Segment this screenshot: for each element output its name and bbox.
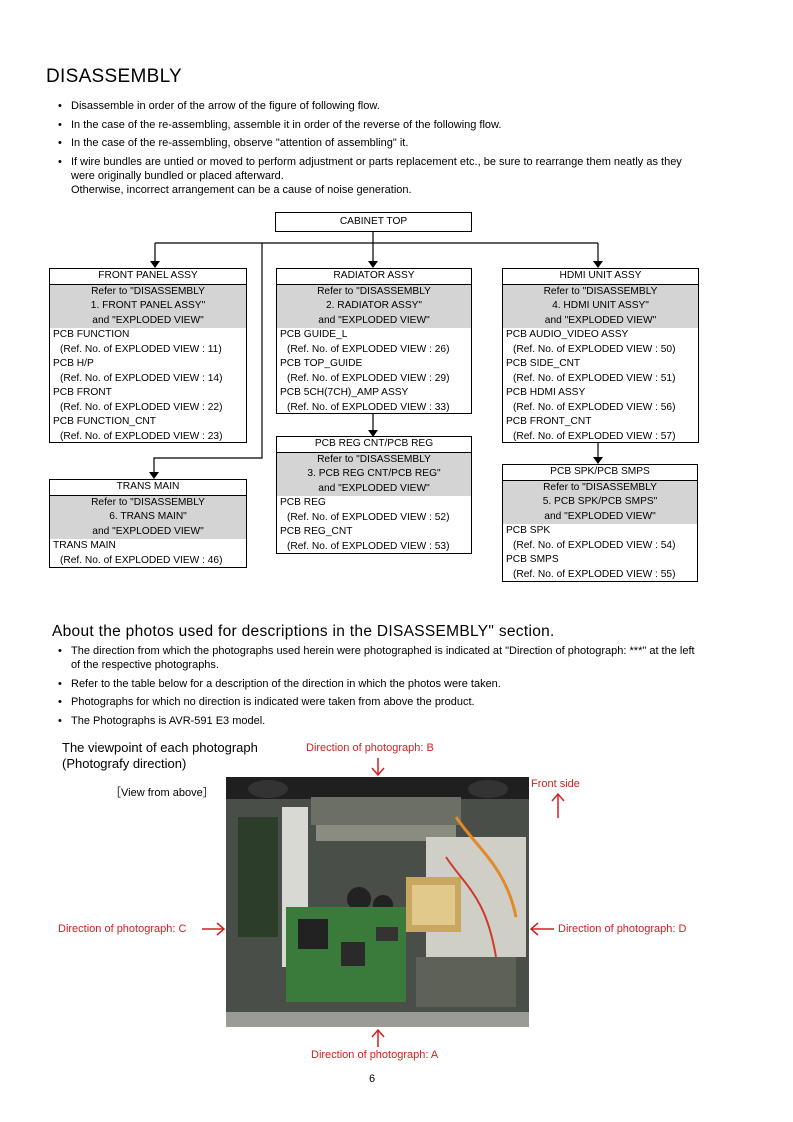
part-ref: (Ref. No. of EXPLODED VIEW : 23)	[60, 430, 223, 442]
flow-connectors	[149, 232, 603, 479]
part-ref: (Ref. No. of EXPLODED VIEW : 57)	[513, 430, 676, 442]
part-name: PCB FRONT	[53, 387, 112, 398]
direction-c-label: Direction of photograph: C	[58, 923, 187, 935]
refer-band: Refer to "DISASSEMBLY 6. TRANS MAIN" and…	[50, 495, 246, 539]
part-ref: (Ref. No. of EXPLODED VIEW : 14)	[60, 372, 223, 384]
part-ref: (Ref. No. of EXPLODED VIEW : 54)	[513, 539, 676, 551]
view-from-above-label: ［View from above］	[110, 787, 214, 799]
refer-line: 5. PCB SPK/PCB SMPS"	[542, 496, 658, 507]
box-title: TRANS MAIN	[50, 480, 246, 496]
refer-band: Refer to "DISASSEMBLY 1. FRONT PANEL ASS…	[50, 284, 246, 328]
part-name: PCB GUIDE_L	[280, 329, 348, 340]
refer-line: Refer to "DISASSEMBLY	[317, 453, 431, 465]
instruction-note: Otherwise, incorrect arrangement can be …	[71, 184, 412, 196]
photo-note: Photographs for which no direction is in…	[56, 695, 706, 709]
part-name: PCB FUNCTION	[53, 329, 130, 340]
reg-box: PCB REG CNT/PCB REG Refer to "DISASSEMBL…	[276, 436, 472, 554]
refer-line: Refer to "DISASSEMBLY	[91, 496, 205, 508]
part-ref: (Ref. No. of EXPLODED VIEW : 33)	[287, 401, 450, 413]
photo-note: The direction from which the photographs…	[56, 644, 706, 672]
viewpoint-caption: The viewpoint of each photograph (Photog…	[62, 740, 258, 772]
part-ref: (Ref. No. of EXPLODED VIEW : 53)	[287, 540, 450, 552]
radiator-box: RADIATOR ASSY Refer to "DISASSEMBLY 2. R…	[276, 268, 472, 414]
part-name: PCB TOP_GUIDE	[280, 358, 363, 369]
part-name: TRANS MAIN	[53, 540, 116, 551]
part-ref: (Ref. No. of EXPLODED VIEW : 46)	[60, 554, 223, 566]
part-ref: (Ref. No. of EXPLODED VIEW : 51)	[513, 372, 676, 384]
viewpoint-line: The viewpoint of each photograph	[62, 740, 258, 755]
photo-note: The Photographs is AVR-591 E3 model.	[56, 714, 706, 728]
part-name: PCB 5CH(7CH)_AMP ASSY	[280, 387, 409, 398]
arrow-up-icon	[551, 792, 565, 818]
arrow-right-icon	[202, 922, 226, 936]
refer-line: 2. RADIATOR ASSY"	[325, 300, 423, 311]
part-ref: (Ref. No. of EXPLODED VIEW : 52)	[287, 511, 450, 523]
part-name: PCB REG	[280, 497, 326, 508]
direction-b-label: Direction of photograph: B	[306, 742, 434, 754]
refer-band: Refer to "DISASSEMBLY 4. HDMI UNIT ASSY"…	[503, 284, 698, 328]
part-ref: (Ref. No. of EXPLODED VIEW : 50)	[513, 343, 676, 355]
refer-line: and "EXPLODED VIEW"	[318, 314, 430, 326]
part-name: PCB SPK	[506, 525, 551, 536]
box-title: HDMI UNIT ASSY	[503, 269, 698, 285]
instruction-item: In the case of the re-assembling, observ…	[56, 136, 706, 150]
box-title: PCB SPK/PCB SMPS	[503, 465, 697, 481]
part-ref: (Ref. No. of EXPLODED VIEW : 22)	[60, 401, 223, 413]
refer-band: Refer to "DISASSEMBLY 5. PCB SPK/PCB SMP…	[503, 480, 697, 524]
part-name: PCB SMPS	[506, 554, 559, 565]
instruction-list: Disassemble in order of the arrow of the…	[56, 99, 706, 183]
part-ref: (Ref. No. of EXPLODED VIEW : 55)	[513, 568, 676, 580]
refer-line: 4. HDMI UNIT ASSY"	[552, 300, 649, 311]
refer-line: Refer to "DISASSEMBLY	[543, 285, 658, 297]
part-name: PCB FUNCTION_CNT	[53, 416, 157, 427]
part-name: PCB HDMI ASSY	[506, 387, 586, 398]
arrow-up-icon	[371, 1028, 385, 1047]
refer-line: and "EXPLODED VIEW"	[318, 482, 430, 494]
part-name: PCB AUDIO_VIDEO ASSY	[506, 329, 629, 340]
refer-line: Refer to "DISASSEMBLY	[91, 285, 205, 297]
page-number: 6	[369, 1073, 376, 1085]
part-name: PCB SIDE_CNT	[506, 358, 581, 369]
instruction-item: In the case of the re-assembling, assemb…	[56, 118, 706, 132]
box-title: RADIATOR ASSY	[277, 269, 471, 285]
refer-line: and "EXPLODED VIEW"	[544, 314, 657, 326]
box-title: FRONT PANEL ASSY	[50, 269, 246, 285]
refer-line: 6. TRANS MAIN"	[109, 511, 187, 522]
part-ref: (Ref. No. of EXPLODED VIEW : 26)	[287, 343, 450, 355]
refer-line: and "EXPLODED VIEW"	[92, 525, 204, 537]
spk-box: PCB SPK/PCB SMPS Refer to "DISASSEMBLY 5…	[502, 464, 698, 582]
trans-main-box: TRANS MAIN Refer to "DISASSEMBLY 6. TRAN…	[49, 479, 247, 568]
box-title: PCB REG CNT/PCB REG	[277, 437, 471, 453]
refer-line: 1. FRONT PANEL ASSY"	[90, 300, 206, 311]
photo-notes-list: The direction from which the photographs…	[56, 644, 706, 732]
part-name: PCB REG_CNT	[280, 526, 353, 537]
arrow-left-icon	[529, 922, 554, 936]
part-name: PCB FRONT_CNT	[506, 416, 592, 427]
front-panel-box: FRONT PANEL ASSY Refer to "DISASSEMBLY 1…	[49, 268, 247, 443]
refer-line: Refer to "DISASSEMBLY	[317, 285, 431, 297]
refer-line: Refer to "DISASSEMBLY	[543, 481, 657, 493]
part-ref: (Ref. No. of EXPLODED VIEW : 29)	[287, 372, 450, 384]
refer-line: and "EXPLODED VIEW"	[544, 510, 656, 522]
part-ref: (Ref. No. of EXPLODED VIEW : 11)	[60, 343, 222, 355]
cabinet-top-box: CABINET TOP	[275, 212, 472, 232]
direction-a-label: Direction of photograph: A	[311, 1049, 439, 1061]
refer-band: Refer to "DISASSEMBLY 3. PCB REG CNT/PCB…	[277, 452, 471, 496]
instruction-item: If wire bundles are untied or moved to p…	[56, 155, 706, 183]
refer-band: Refer to "DISASSEMBLY 2. RADIATOR ASSY" …	[277, 284, 471, 328]
viewpoint-line: (Photografy direction)	[62, 756, 187, 771]
part-ref: (Ref. No. of EXPLODED VIEW : 56)	[513, 401, 676, 413]
product-photo	[226, 777, 529, 1027]
refer-line: and "EXPLODED VIEW"	[92, 314, 204, 326]
direction-d-label: Direction of photograph: D	[558, 923, 687, 935]
refer-line: 3. PCB REG CNT/PCB REG"	[307, 468, 441, 479]
arrow-down-icon	[371, 758, 385, 777]
photo-note: Refer to the table below for a descripti…	[56, 677, 706, 691]
instruction-item: Disassemble in order of the arrow of the…	[56, 99, 706, 113]
page-title: DISASSEMBLY	[46, 66, 182, 87]
section-heading: About the photos used for descriptions i…	[52, 623, 555, 640]
front-side-label: Front side	[531, 778, 580, 790]
hdmi-box: HDMI UNIT ASSY Refer to "DISASSEMBLY 4. …	[502, 268, 699, 443]
part-name: PCB H/P	[53, 358, 94, 369]
